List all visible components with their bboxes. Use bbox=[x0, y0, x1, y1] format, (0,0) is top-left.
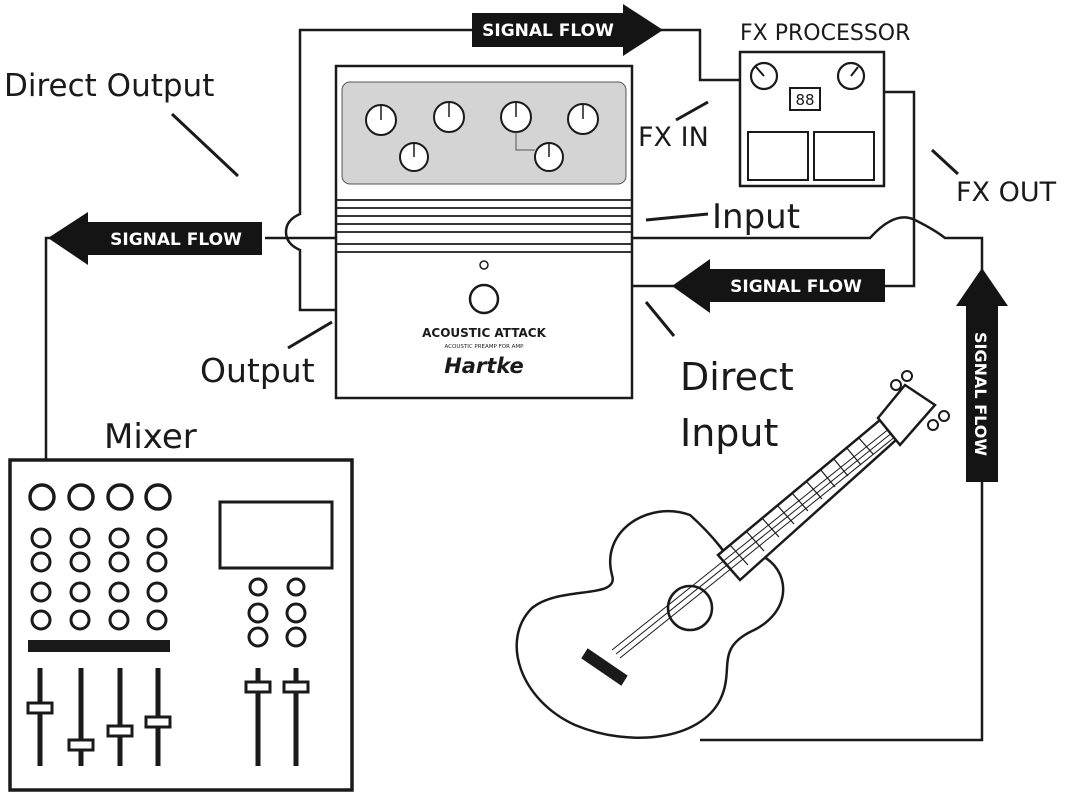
label-mixer: Mixer bbox=[104, 417, 197, 457]
leader-input bbox=[645, 212, 709, 222]
mixer-screen bbox=[218, 500, 334, 570]
acoustic-attack-pedal: ACOUSTIC ATTACK ACOUSTIC PREAMP FOR AMP … bbox=[334, 64, 634, 400]
signal-flow-arrow-left: SIGNAL FLOW bbox=[48, 212, 262, 265]
guitar-body bbox=[515, 509, 785, 739]
acoustic-guitar bbox=[515, 370, 950, 739]
footswitch-icon bbox=[468, 283, 500, 315]
leader-output bbox=[287, 320, 333, 350]
label-input: Input bbox=[712, 197, 800, 237]
signal-flow-arrow-top: SIGNAL FLOW bbox=[472, 4, 663, 56]
pedal-subtitle: ACOUSTIC PREAMP FOR AMP bbox=[445, 344, 525, 350]
signal-flow-vertical-label: SIGNAL FLOW bbox=[971, 332, 990, 456]
guitar-strings bbox=[611, 427, 897, 659]
mixer-separator bbox=[28, 640, 170, 652]
signal-flow-arrow-right: SIGNAL FLOW bbox=[672, 259, 885, 313]
pedal-name: ACOUSTIC ATTACK bbox=[422, 326, 546, 340]
panel-link-line bbox=[515, 132, 535, 151]
label-fx-processor: FX PROCESSOR bbox=[740, 21, 910, 46]
mixer-master-knobs bbox=[247, 577, 307, 648]
label-direct-input-line1: Direct bbox=[680, 355, 794, 399]
leader-fx-in bbox=[675, 100, 709, 122]
label-output: Output bbox=[200, 351, 315, 390]
knob-pointers bbox=[380, 103, 584, 157]
mixer-fader-caps bbox=[26, 680, 310, 752]
guitar-soundhole bbox=[666, 584, 714, 632]
signal-flow-arrow-vertical: SIGNAL FLOW bbox=[956, 268, 1008, 482]
guitar-headstock bbox=[876, 383, 937, 447]
led-icon bbox=[479, 260, 489, 270]
fx-footswitch-left bbox=[747, 131, 809, 181]
leader-lines bbox=[170, 100, 960, 350]
label-direct-input-line2: Input bbox=[680, 411, 778, 455]
guitar-tuners bbox=[890, 370, 950, 431]
pedal-grille bbox=[336, 199, 632, 253]
fx-footswitch-right bbox=[813, 131, 875, 181]
signal-flow-right-label: SIGNAL FLOW bbox=[730, 277, 862, 297]
leader-direct-input bbox=[644, 301, 676, 337]
label-fx-out: FX OUT bbox=[956, 177, 1057, 208]
fx-display bbox=[789, 87, 821, 111]
label-fx-in: FX IN bbox=[638, 122, 709, 153]
signal-flow-top-label: SIGNAL FLOW bbox=[482, 21, 614, 41]
label-direct-output: Direct Output bbox=[4, 68, 214, 104]
guitar-bridge bbox=[581, 648, 628, 686]
mixer bbox=[8, 458, 354, 792]
leader-direct-output bbox=[170, 112, 240, 178]
mixer-channel-knobs bbox=[30, 527, 168, 631]
leader-fx-out bbox=[930, 148, 960, 176]
mixer-top-knobs bbox=[28, 483, 172, 511]
fx-display-value: 88 bbox=[795, 91, 814, 109]
cable-output-to-mixer bbox=[44, 236, 80, 480]
signal-flow-left-label: SIGNAL FLOW bbox=[110, 230, 242, 250]
cable-input-line bbox=[265, 216, 984, 742]
cable-direct-output-to-fx-in bbox=[284, 28, 740, 312]
fx-processor: 88 bbox=[738, 50, 886, 188]
pedal-brand: Hartke bbox=[444, 354, 524, 378]
